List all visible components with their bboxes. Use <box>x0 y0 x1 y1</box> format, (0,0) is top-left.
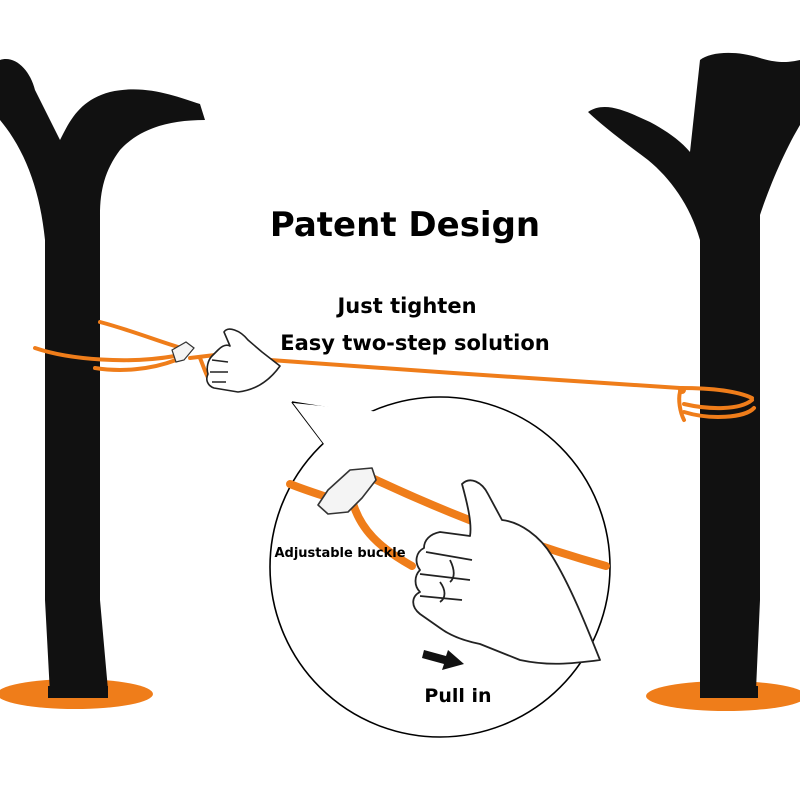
left-tree <box>0 59 205 698</box>
small-hand-icon <box>206 328 281 393</box>
page-title: Patent Design <box>270 205 540 245</box>
subtitle-line-1: Just tighten <box>335 294 476 318</box>
buckle-label: Adjustable buckle <box>274 546 405 561</box>
right-tree <box>588 52 800 698</box>
subtitle-line-2: Easy two-step solution <box>280 331 549 355</box>
small-buckle-icon <box>171 341 195 363</box>
pull-in-label: Pull in <box>424 685 491 707</box>
arrow-right-icon <box>422 650 464 670</box>
large-buckle-icon <box>317 467 377 515</box>
main-rope <box>33 320 756 422</box>
rope-knot <box>678 386 686 394</box>
large-hand-icon <box>412 479 601 665</box>
